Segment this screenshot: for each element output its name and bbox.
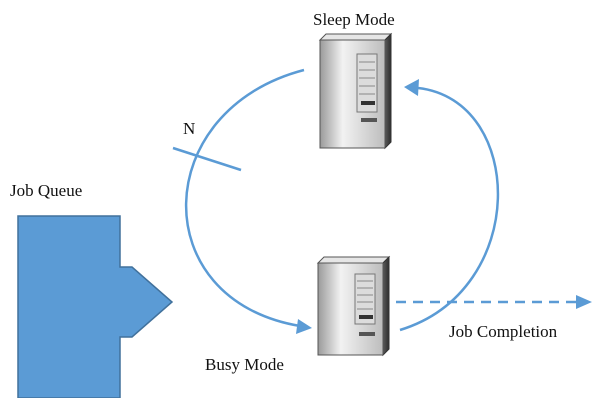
busy-to-sleep-arc: [399, 86, 500, 332]
threshold-n-label: N: [183, 119, 195, 138]
sleep-to-busy-arc: [184, 68, 305, 328]
threshold-tick: [172, 146, 242, 172]
job-completion-arrowhead: [576, 295, 592, 309]
sleep-server-icon: [318, 32, 393, 150]
job-queue-block-arrow: [17, 215, 174, 398]
busy-to-sleep-arrowhead: [404, 79, 419, 96]
sleep-to-busy-arrowhead: [296, 319, 312, 334]
busy-server-icon: [316, 255, 391, 357]
job-completion-label: Job Completion: [449, 322, 558, 341]
job-queue-label: Job Queue: [10, 181, 82, 200]
sleep-mode-label: Sleep Mode: [313, 10, 395, 29]
busy-mode-label: Busy Mode: [205, 355, 284, 374]
